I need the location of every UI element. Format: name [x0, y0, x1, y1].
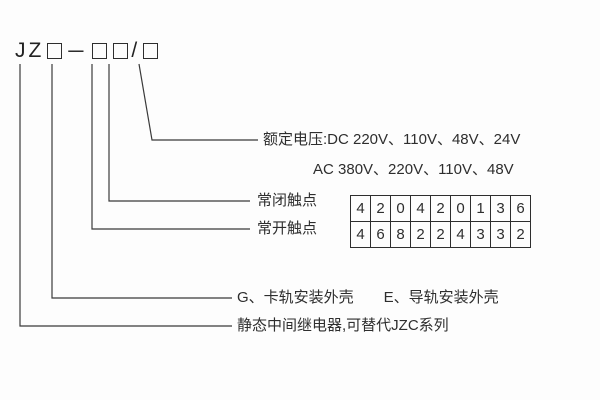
table-cell: 0	[390, 195, 411, 222]
nc-contact-label: 常闭触点	[257, 192, 318, 209]
table-cell: 2	[510, 221, 531, 248]
table-cell: 1	[470, 195, 491, 222]
shell-type-g: G、卡轨安装外壳	[237, 289, 354, 306]
table-cell: 2	[430, 221, 451, 248]
table-cell: 4	[410, 195, 431, 222]
shell-type-e: E、导轨安装外壳	[383, 289, 499, 306]
contact-count-table: 4 2 0 4 2 0 1 3 6 4 6 8 2 2 4 3 3 2	[350, 195, 531, 248]
placeholder-box-nc-contact	[113, 43, 129, 59]
shell-type-label: G、卡轨安装外壳 E、导轨安装外壳	[237, 289, 499, 307]
model-dash: －	[65, 41, 90, 64]
table-cell: 4	[450, 221, 471, 248]
table-cell: 2	[430, 195, 451, 222]
table-row-no: 4 6 8 2 2 4 3 3 2	[350, 221, 531, 248]
no-contact-label: 常开触点	[257, 220, 318, 237]
connector-shell	[51, 64, 232, 299]
relay-description-label: 静态中间继电器,可替代JZC系列	[237, 317, 449, 334]
placeholder-box-voltage	[143, 43, 159, 59]
table-cell: 2	[410, 221, 431, 248]
table-cell: 3	[490, 195, 511, 222]
connector-nc-contact	[108, 64, 250, 202]
table-cell: 6	[510, 195, 531, 222]
table-cell: 2	[370, 195, 391, 222]
table-cell: 3	[490, 221, 511, 248]
placeholder-box-shell	[47, 43, 63, 59]
table-cell: 3	[470, 221, 491, 248]
table-cell: 6	[370, 221, 391, 248]
model-prefix: JZ	[15, 39, 45, 62]
table-cell: 4	[350, 195, 371, 222]
model-slash: /	[131, 39, 141, 62]
rated-voltage-dc-label: 额定电压:DC 220V、110V、48V、24V	[263, 131, 521, 148]
table-cell: 0	[450, 195, 471, 222]
placeholder-box-no-contact	[92, 43, 108, 59]
connector-no-contact	[91, 64, 250, 230]
table-row-nc: 4 2 0 4 2 0 1 3 6	[350, 195, 531, 222]
connector-relay-desc	[19, 64, 232, 327]
table-cell: 8	[390, 221, 411, 248]
model-code: JZ － /	[15, 36, 161, 66]
table-cell: 4	[350, 221, 371, 248]
rated-voltage-ac-label: AC 380V、220V、110V、48V	[313, 161, 514, 178]
connector-voltage	[138, 63, 258, 141]
